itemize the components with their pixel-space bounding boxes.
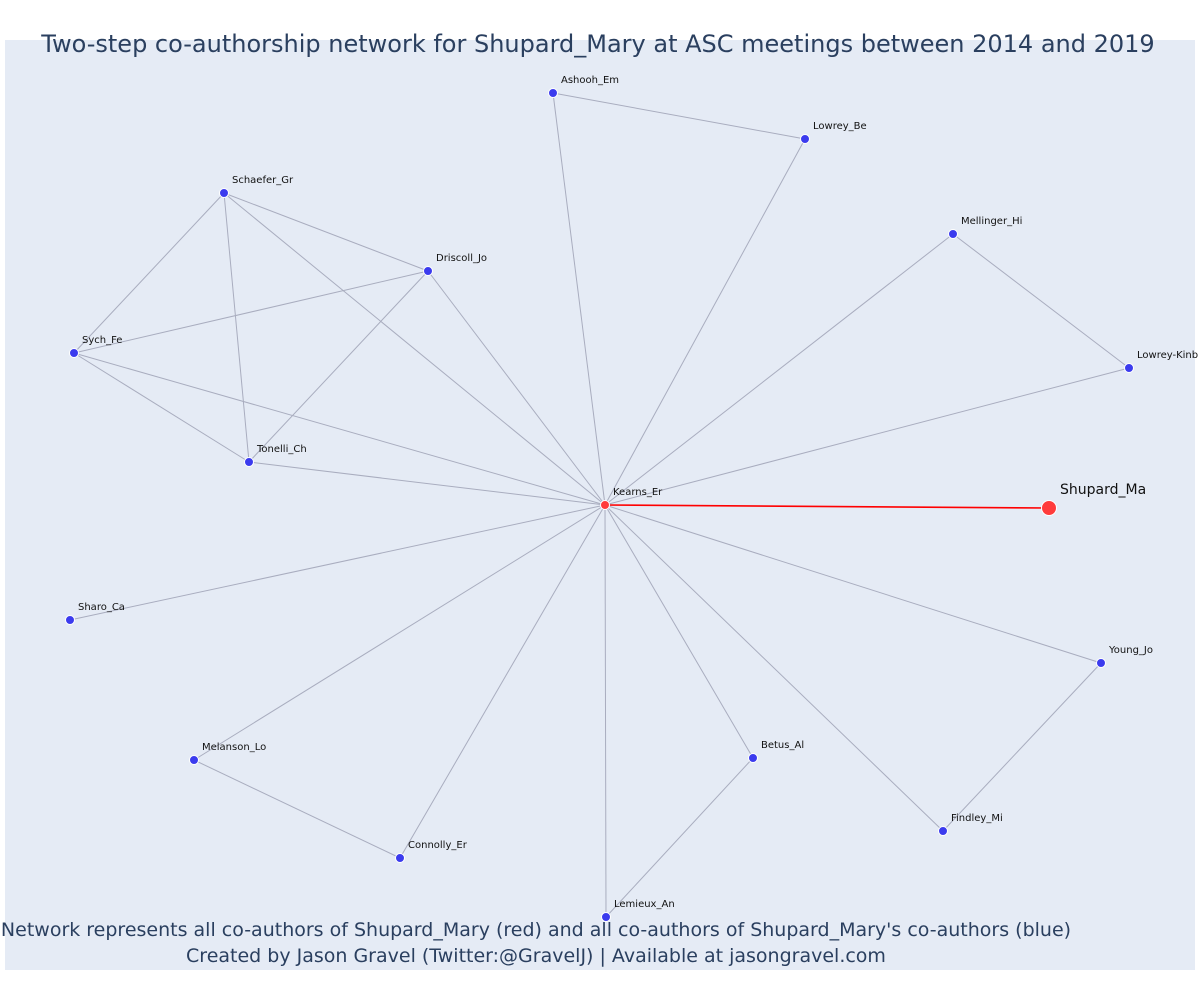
footer-caption: Network represents all co-authors of Shu… (0, 919, 1072, 941)
edge-Lowrey-Kinb-Kearns_Er (604, 367, 1130, 506)
node-marker[interactable] (548, 88, 558, 98)
node-Lemieux_An[interactable]: Lemieux_An (601, 899, 675, 922)
edge-Tonelli_Ch-Kearns_Er (248, 461, 606, 506)
node-marker[interactable] (938, 826, 948, 836)
node-Sych_Fe[interactable]: Sych_Fe (69, 335, 123, 358)
node-label: Driscoll_Jo (436, 253, 487, 264)
node-label: Tonelli_Ch (256, 444, 307, 455)
node-Shupard_Ma[interactable]: Shupard_Ma (1041, 482, 1147, 516)
node-label: Sharo_Ca (78, 602, 125, 613)
node-Schaefer_Gr[interactable]: Schaefer_Gr (219, 175, 294, 198)
edge-Driscoll_Jo-Sych_Fe (73, 270, 429, 354)
edge-Schaefer_Gr-Tonelli_Ch (223, 192, 250, 463)
node-Connolly_Er[interactable]: Connolly_Er (395, 840, 468, 863)
edge-Kearns_Er-Shupard_Ma (604, 504, 1050, 509)
node-Tonelli_Ch[interactable]: Tonelli_Ch (244, 444, 307, 467)
edge-Connolly_Er-Kearns_Er (399, 504, 606, 859)
node-marker[interactable] (65, 615, 75, 625)
node-label: Young_Jo (1108, 645, 1153, 656)
node-marker[interactable] (948, 229, 958, 239)
node-marker[interactable] (800, 134, 810, 144)
node-Sharo_Ca[interactable]: Sharo_Ca (65, 602, 125, 625)
node-marker[interactable] (69, 348, 79, 358)
edge-Mellinger_Hi-Kearns_Er (604, 233, 954, 506)
edge-Lemieux_An-Kearns_Er (604, 504, 607, 918)
node-marker[interactable] (600, 500, 610, 510)
edges-layer (69, 92, 1130, 918)
node-Driscoll_Jo[interactable]: Driscoll_Jo (423, 253, 488, 276)
node-Mellinger_Hi[interactable]: Mellinger_Hi (948, 216, 1023, 239)
node-marker[interactable] (423, 266, 433, 276)
node-marker[interactable] (219, 188, 229, 198)
edge-Young_Jo-Kearns_Er (604, 504, 1102, 664)
node-label: Lemieux_An (614, 899, 675, 910)
footer-credit: Created by Jason Gravel (Twitter:@Gravel… (186, 945, 886, 967)
node-label: Findley_Mi (951, 813, 1003, 824)
node-label: Connolly_Er (408, 840, 468, 851)
edge-Sych_Fe-Tonelli_Ch (73, 352, 250, 463)
node-label: Lowrey_Be (813, 121, 867, 132)
node-label: Mellinger_Hi (961, 216, 1022, 227)
node-Lowrey-Kinb[interactable]: Lowrey-Kinb (1124, 350, 1199, 373)
node-label: Schaefer_Gr (232, 175, 294, 186)
node-Melanson_Lo[interactable]: Melanson_Lo (189, 742, 267, 765)
edge-Schaefer_Gr-Kearns_Er (223, 192, 606, 506)
edge-Driscoll_Jo-Kearns_Er (427, 270, 606, 506)
node-Ashooh_Em[interactable]: Ashooh_Em (548, 75, 620, 98)
chart-title: Two-step co-authorship network for Shupa… (41, 30, 1155, 58)
edge-Lowrey_Be-Kearns_Er (604, 138, 806, 506)
footer: Network represents all co-authors of Shu… (0, 917, 1072, 969)
edge-Sharo_Ca-Kearns_Er (69, 504, 606, 621)
edge-Ashooh_Em-Lowrey_Be (552, 92, 806, 140)
node-Betus_Al[interactable]: Betus_Al (748, 740, 805, 763)
node-marker[interactable] (189, 755, 199, 765)
node-marker[interactable] (244, 457, 254, 467)
edge-Ashooh_Em-Kearns_Er (552, 92, 606, 506)
edge-Schaefer_Gr-Sych_Fe (73, 192, 225, 354)
node-label: Lowrey-Kinb (1137, 350, 1198, 361)
edge-Melanson_Lo-Kearns_Er (193, 504, 606, 761)
edge-Findley_Mi-Kearns_Er (604, 504, 944, 832)
node-Young_Jo[interactable]: Young_Jo (1096, 645, 1154, 668)
node-Kearns_Er[interactable]: Kearns_Er (600, 487, 664, 510)
node-marker[interactable] (601, 912, 611, 922)
node-label: Melanson_Lo (202, 742, 266, 753)
node-marker[interactable] (1041, 500, 1057, 516)
node-label: Shupard_Ma (1060, 482, 1146, 498)
node-Findley_Mi[interactable]: Findley_Mi (938, 813, 1003, 836)
node-marker[interactable] (395, 853, 405, 863)
node-marker[interactable] (748, 753, 758, 763)
edge-Betus_Al-Lemieux_An (605, 757, 754, 918)
node-Lowrey_Be[interactable]: Lowrey_Be (800, 121, 867, 144)
node-label: Sych_Fe (82, 335, 122, 346)
edge-Driscoll_Jo-Tonelli_Ch (248, 270, 429, 463)
node-label: Kearns_Er (613, 487, 663, 498)
nodes-layer: Ashooh_EmLowrey_BeSchaefer_GrDriscoll_Jo… (65, 75, 1199, 922)
node-marker[interactable] (1096, 658, 1106, 668)
edge-Sych_Fe-Kearns_Er (73, 352, 606, 506)
node-label: Betus_Al (761, 740, 804, 751)
node-label: Ashooh_Em (561, 75, 619, 86)
edge-Betus_Al-Kearns_Er (604, 504, 754, 759)
edge-Mellinger_Hi-Lowrey-Kinb (952, 233, 1130, 369)
edge-Young_Jo-Findley_Mi (942, 662, 1102, 832)
edge-Schaefer_Gr-Driscoll_Jo (223, 192, 429, 272)
node-marker[interactable] (1124, 363, 1134, 373)
edge-Melanson_Lo-Connolly_Er (193, 759, 401, 859)
